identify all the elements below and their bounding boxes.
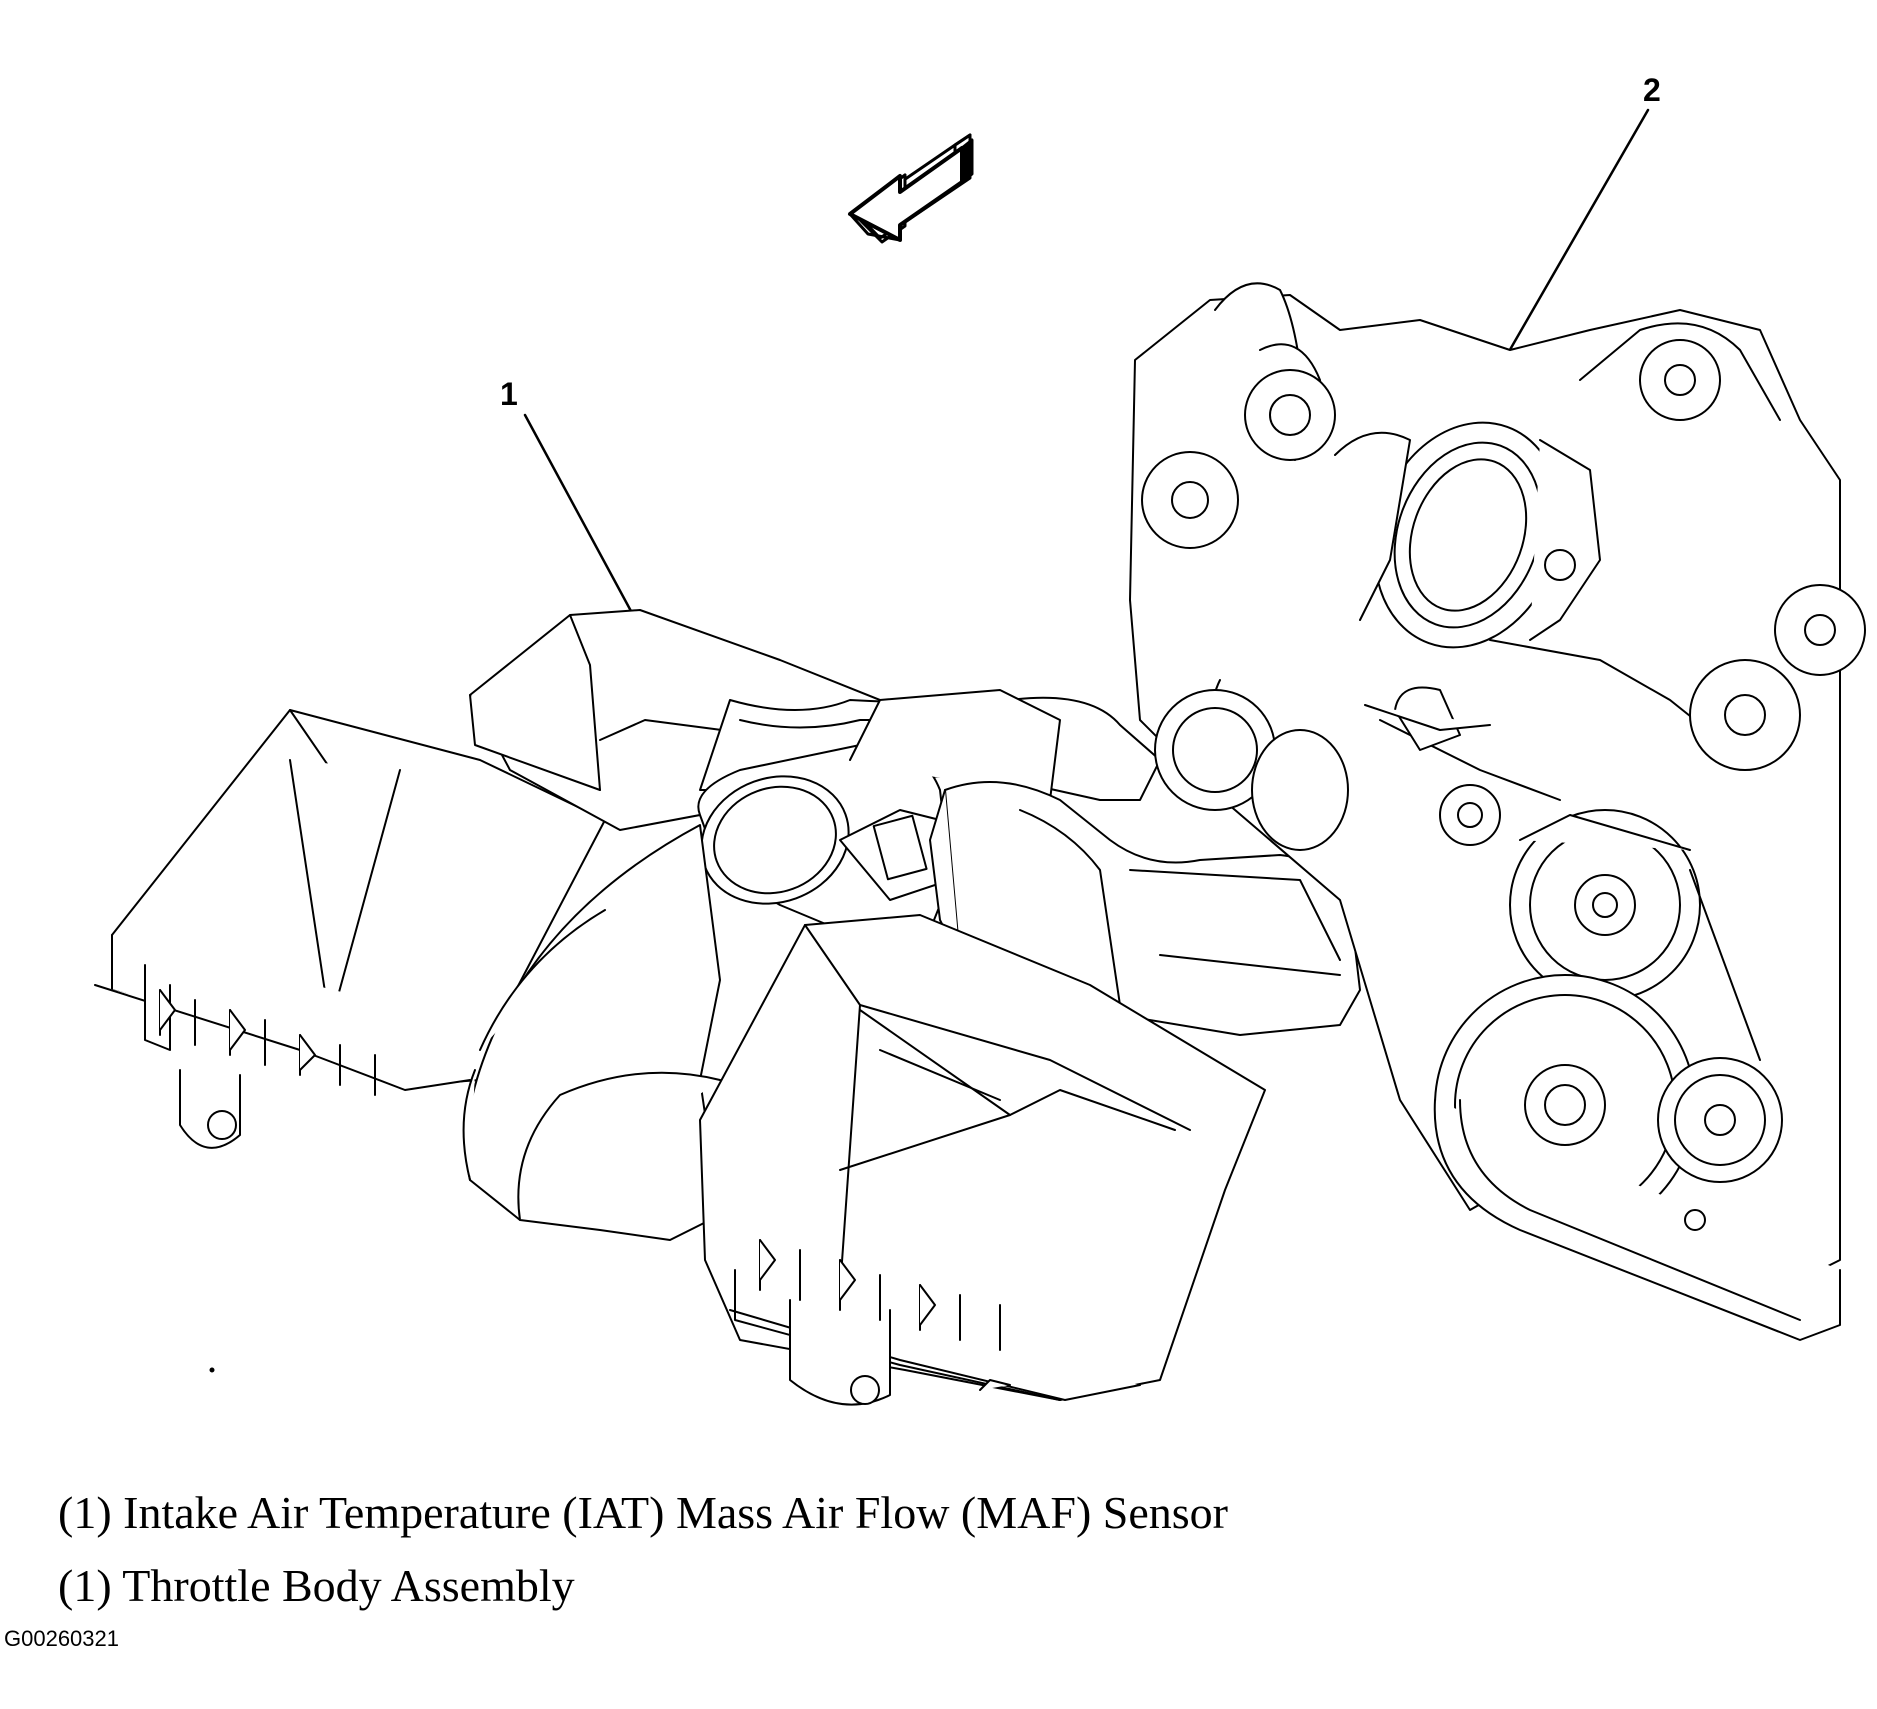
left-air-cleaner-housing bbox=[95, 710, 605, 1148]
accessory-drive bbox=[1155, 585, 1865, 1340]
front-direction-arrow-icon bbox=[850, 135, 972, 242]
legend-item-2: (1) Throttle Body Assembly bbox=[58, 1560, 575, 1611]
detail-dot bbox=[211, 1369, 214, 1372]
maf-sensor bbox=[683, 690, 1060, 950]
right-air-cleaner-housing bbox=[700, 915, 1265, 1405]
callout-1: 1 bbox=[500, 376, 518, 412]
flex-hose bbox=[464, 825, 720, 1240]
legend-item-1: (1) Intake Air Temperature (IAT) Mass Ai… bbox=[58, 1487, 1228, 1538]
figure-id: G00260321 bbox=[4, 1626, 119, 1651]
callout-2: 2 bbox=[1643, 72, 1661, 108]
